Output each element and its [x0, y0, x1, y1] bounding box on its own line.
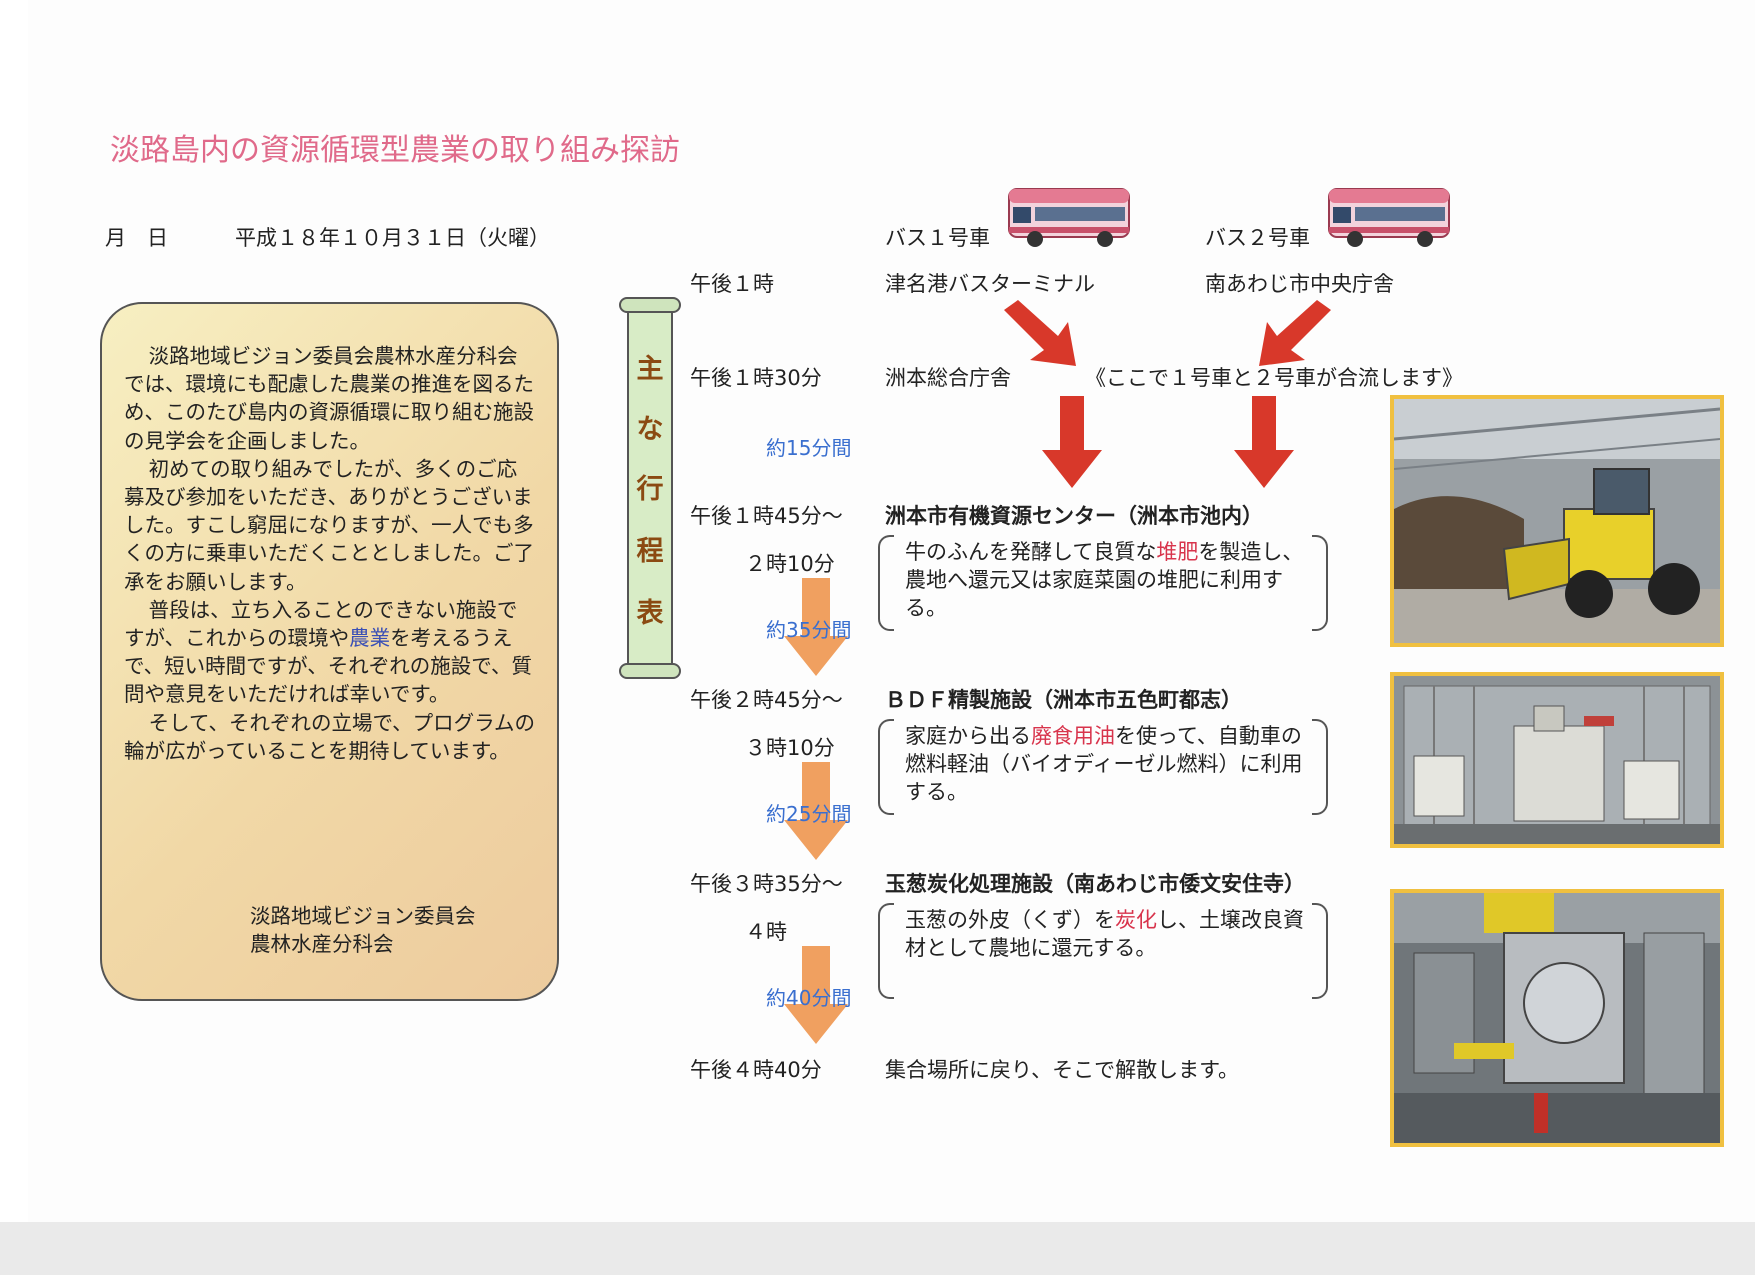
bus-1-label: バス１号車: [885, 226, 990, 250]
photo-onion-carbonization: [1390, 889, 1724, 1147]
desc-bracket-left: [878, 719, 894, 815]
desc-bracket-right: [1312, 719, 1328, 815]
scroll-char-4: 程: [636, 536, 664, 567]
scroll-char-1: 主: [636, 354, 664, 385]
page-title: 淡路島内の資源循環型農業の取り組み探訪: [110, 133, 680, 168]
intro-paragraph-4: そして、それぞれの立場で、プログラムの輪が広がっていることを期待しています。: [124, 710, 536, 763]
desc3-pre: 牛のふんを発酵して良質な: [905, 540, 1157, 564]
down-arrow-icon: [784, 762, 848, 860]
desc5-highlight: 炭化: [1115, 908, 1157, 932]
intro-p3-highlight: 農業: [349, 626, 391, 651]
place-bdf-facility: ＢＤＦ精製施設（洲本市五色町都志）: [885, 688, 1242, 712]
intro-paragraph-3: 普段は、立ち入ることのできない施設ですが、これからの環境や農業を考えるうえで、短…: [124, 596, 536, 709]
start-bus-2: 南あわじ市中央庁舎: [1205, 272, 1394, 296]
intro-box: 淡路地域ビジョン委員会農林水産分科会では、環境にも配慮した農業の推進を図るため、…: [100, 302, 559, 1001]
desc-bracket-right: [1312, 903, 1328, 999]
photo-compost-loader: [1390, 395, 1724, 647]
bus-icon: [1008, 188, 1130, 247]
intro-p3-pre: 普段は、立ち入ることのできない施設ですが、これからの環境や: [124, 597, 518, 651]
time-130pm: 午後１時30分: [690, 366, 822, 390]
desc-organic-center: 牛のふんを発酵して良質な堆肥を製造し、農地へ還元又は家庭菜園の堆肥に利用する。: [905, 538, 1305, 622]
place-return: 集合場所に戻り、そこで解散します。: [885, 1058, 1240, 1082]
photo-bdf-equipment: [1390, 672, 1724, 848]
scroll-roll-top: [619, 297, 681, 313]
down-arrow-icon: [784, 946, 848, 1044]
desc-bracket-right: [1312, 535, 1328, 631]
signature-line-1: 淡路地域ビジョン委員会: [250, 904, 476, 928]
duration-15min: 約15分間: [766, 436, 852, 460]
intro-paragraph-1: 淡路地域ビジョン委員会農林水産分科会では、環境にも配慮した農業の推進を図るため、…: [124, 344, 534, 453]
merge-note: 《ここで１号車と２号車が合流します》: [1085, 366, 1463, 390]
scan-margin: [0, 1222, 1755, 1275]
desc3-highlight: 堆肥: [1156, 540, 1199, 564]
time-4pm: ４時: [745, 920, 787, 944]
place-sumoto-office: 洲本総合庁舎: [885, 366, 1011, 390]
place-organic-center: 洲本市有機資源センター（洲本市池内）: [885, 504, 1263, 528]
desc-bdf-facility: 家庭から出る廃食用油を使って、自動車の燃料軽油（バイオディーゼル燃料）に利用する…: [905, 722, 1305, 806]
intro-paragraph-2: 初めての取り組みでしたが、多くのご応募及び参加をいただき、ありがとうございました…: [124, 456, 534, 594]
duration-35min: 約35分間: [766, 618, 852, 642]
scroll-roll-bottom: [619, 663, 681, 679]
time-335pm: 午後３時35分～: [690, 872, 843, 896]
signature-line-2: 農林水産分科会: [250, 932, 394, 956]
desc-bracket-left: [878, 903, 894, 999]
intro-signature: 淡路地域ビジョン委員会 農林水産分科会: [250, 902, 476, 958]
intro-p3-post: を考えるうえで、短い時間ですが、それぞれの施設で、質問や意見をいただければ幸いで…: [124, 626, 532, 707]
itinerary-scroll-banner: 主 な 行 程 表: [619, 297, 681, 679]
bus-icon: [1328, 188, 1450, 247]
down-arrow-icon: [784, 578, 848, 676]
bus-2-label: バス２号車: [1205, 226, 1310, 250]
duration-40min: 約40分間: [766, 986, 852, 1010]
down-arrow-icon: [1042, 396, 1102, 488]
desc-onion-facility: 玉葱の外皮（くず）を炭化し、土壌改良資材として農地に還元する。: [905, 906, 1305, 962]
down-arrow-icon: [1234, 396, 1294, 488]
time-310pm: ３時10分: [745, 736, 835, 760]
time-440pm: 午後４時40分: [690, 1058, 822, 1082]
scroll-char-3: 行: [636, 474, 664, 505]
time-145pm: 午後１時45分～: [690, 504, 843, 528]
desc5-post: し、土壌改良資材として農地に還元する。: [905, 908, 1304, 960]
place-onion-facility: 玉葱炭化処理施設（南あわじ市倭文安住寺）: [885, 872, 1305, 896]
desc3-post: を製造し、農地へ還元又は家庭菜園の堆肥に利用する。: [905, 540, 1304, 620]
scroll-char-2: な: [636, 414, 664, 445]
desc4-highlight: 廃食用油: [1031, 724, 1115, 748]
desc-bracket-left: [878, 535, 894, 631]
time-1pm: 午後１時: [690, 272, 774, 296]
time-210pm: ２時10分: [745, 552, 835, 576]
desc4-pre: 家庭から出る: [905, 724, 1031, 748]
diagonal-arrow-icon: [1259, 300, 1331, 366]
intro-body: 淡路地域ビジョン委員会農林水産分科会では、環境にも配慮した農業の推進を図るため、…: [124, 342, 536, 765]
desc5-pre: 玉葱の外皮（くず）を: [905, 908, 1115, 932]
start-bus-1: 津名港バスターミナル: [885, 272, 1095, 296]
desc4-post: を使って、自動車の燃料軽油（バイオディーゼル燃料）に利用する。: [905, 724, 1303, 804]
duration-25min: 約25分間: [766, 802, 852, 826]
time-245pm: 午後２時45分～: [690, 688, 843, 712]
date-value: 平成１８年１０月３１日（火曜）: [235, 226, 550, 250]
date-label: 月 日: [105, 226, 168, 250]
scroll-char-5: 表: [636, 598, 664, 629]
diagonal-arrow-icon: [1004, 300, 1076, 366]
